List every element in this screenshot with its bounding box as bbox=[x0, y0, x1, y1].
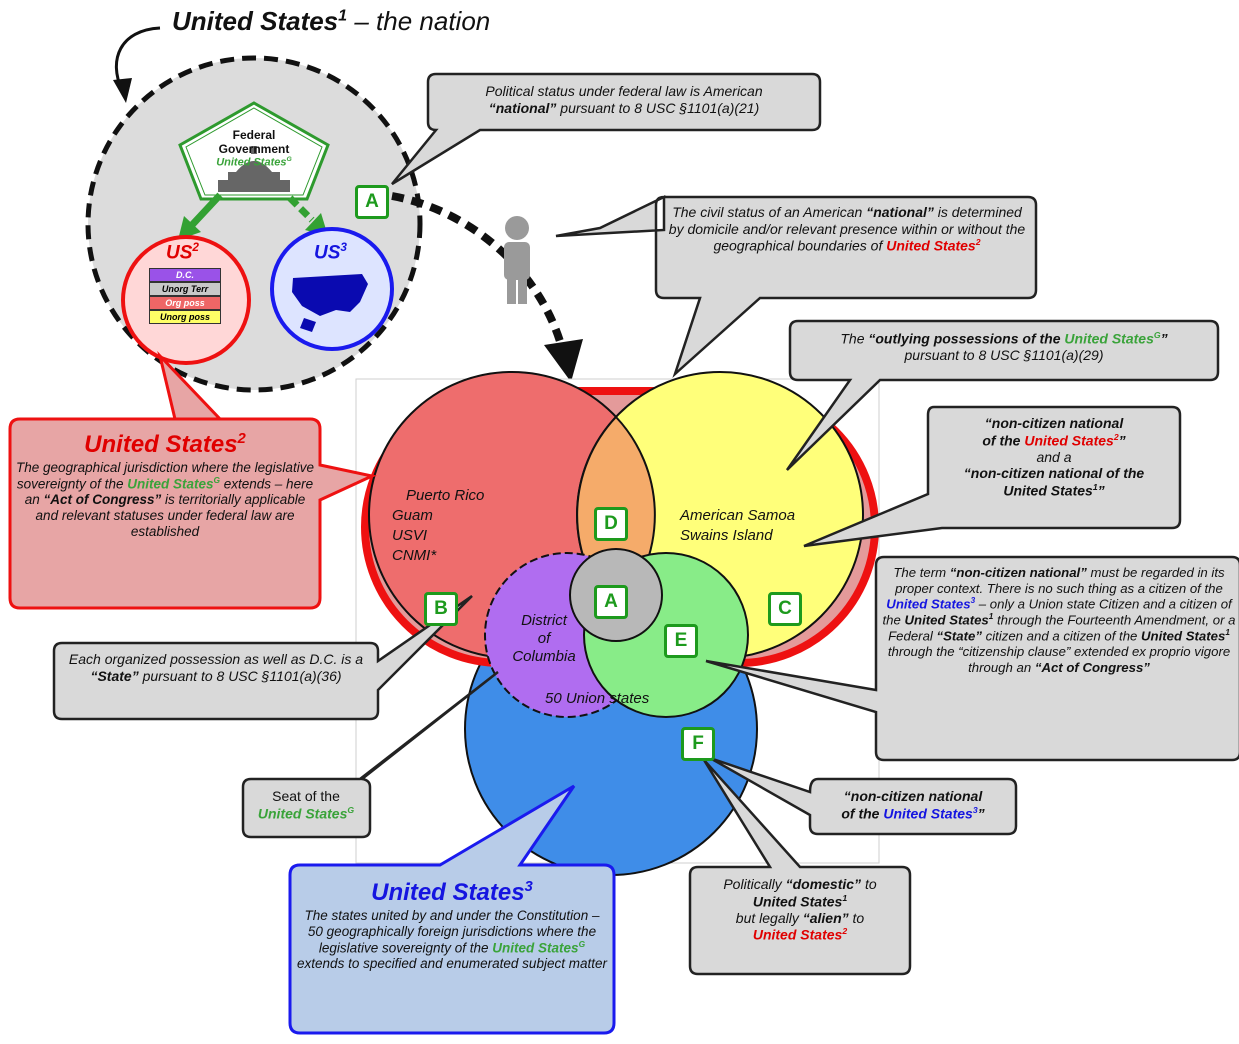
callout-national-text: Political status under federal law is Am… bbox=[485, 83, 763, 116]
badge-e: E bbox=[664, 624, 698, 658]
callout-term-text: The term “non-citizen national” must be … bbox=[882, 565, 1236, 675]
page-title: United States1 – the nation bbox=[172, 6, 491, 36]
title-curve-arrowhead bbox=[113, 78, 132, 103]
callout-us2-bubble bbox=[8, 350, 377, 610]
badge-c: C bbox=[768, 592, 802, 626]
callout-domestic-text: Politically “domestic” to United States1… bbox=[723, 876, 877, 943]
dashed-arrow-to-venn bbox=[391, 192, 566, 350]
callout-national-bubble bbox=[391, 72, 822, 186]
callout-us3-text: United States3 The states united by and … bbox=[297, 879, 607, 972]
layer-unorg-terr: Unorg Terr bbox=[149, 282, 221, 296]
layer-org-poss: Org poss bbox=[149, 296, 221, 310]
callout-us3-bubble bbox=[288, 784, 616, 1035]
arrow-to-us2-head bbox=[178, 216, 201, 240]
badge-d: D bbox=[594, 507, 628, 541]
arrow-to-us3 bbox=[287, 195, 315, 223]
arrow-to-us2 bbox=[189, 192, 223, 228]
federal-government-pentagon-inner bbox=[185, 107, 323, 196]
us3-label: US3 bbox=[314, 241, 347, 264]
callout-seat-bubble bbox=[241, 671, 499, 839]
venn-union-label: 50 Union states bbox=[545, 690, 650, 707]
callout-state-text: Each organized possession as well as D.C… bbox=[68, 651, 364, 684]
usa-map-icon bbox=[292, 274, 368, 332]
dashed-arrow-to-venn-head bbox=[544, 339, 583, 382]
callout-us2-text: United States2 The geographical jurisdic… bbox=[16, 431, 314, 540]
callout-civil-bubble bbox=[555, 195, 1038, 379]
badge-b: B bbox=[424, 592, 458, 626]
venn-right-items: American Samoa Swains Island bbox=[680, 507, 796, 544]
callout-seat-text: Seat of the United StatesG bbox=[257, 788, 355, 822]
person-icon bbox=[504, 216, 530, 304]
callout-nc3-bubble bbox=[709, 756, 1018, 836]
callout-nc3-text: “non-citizen national of the United Stat… bbox=[841, 788, 985, 822]
callout-outlying-text: The “outlying possessions of the United … bbox=[840, 330, 1168, 364]
callout-noncitizen-bubble bbox=[803, 405, 1182, 548]
layer-unorg-poss: Unorg poss bbox=[149, 310, 221, 324]
federal-government-label: Federal Government United StatesG bbox=[216, 128, 292, 169]
badge-a-top: A bbox=[355, 185, 389, 219]
callout-domestic-bubble bbox=[688, 759, 912, 976]
callout-civil-text: The civil status of an American “nationa… bbox=[668, 204, 1026, 254]
callout-outlying-bubble bbox=[785, 319, 1220, 471]
layer-dc: D.C. bbox=[149, 268, 221, 282]
callout-term-bubble bbox=[705, 555, 1239, 762]
venn-left-items: Puerto Rico Guam USVI CNMI* bbox=[392, 487, 485, 564]
us2-label: US2 bbox=[166, 241, 199, 264]
callout-state-bubble bbox=[52, 594, 473, 721]
badge-a-center: A bbox=[594, 585, 628, 619]
callout-noncitizen-text: “non-citizen national of the United Stat… bbox=[963, 415, 1145, 499]
badge-f: F bbox=[681, 727, 715, 761]
capitol-building-icon bbox=[218, 146, 290, 192]
